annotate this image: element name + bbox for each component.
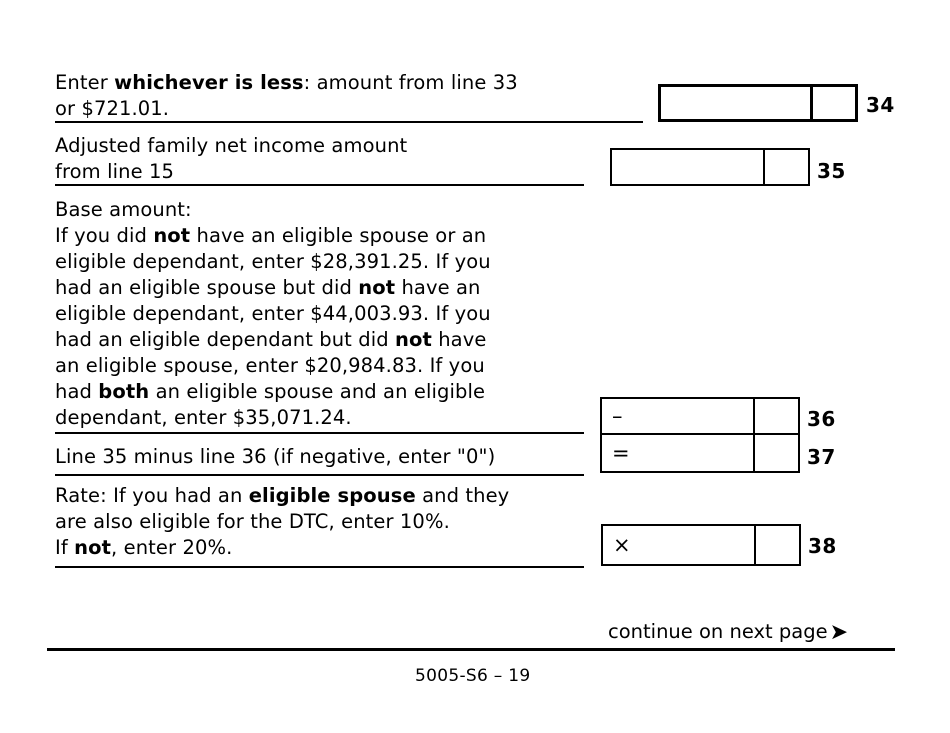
line-34-underline	[55, 121, 643, 123]
line-38-question-text: Rate: If you had an eligible spouse and …	[55, 484, 510, 559]
continue-label: continue on next page	[608, 620, 828, 643]
line-number-36: 36	[807, 407, 836, 431]
line-37-cents-field[interactable]	[753, 435, 798, 471]
line-36-37-amount-box-group: – =	[600, 397, 800, 473]
line-34-amount-box[interactable]	[658, 84, 858, 122]
line-34-question-text: Enter whichever is less: amount from lin…	[55, 71, 518, 120]
continue-on-next-page-note: continue on next page➤	[608, 622, 848, 644]
line-36-cents-field[interactable]	[753, 399, 798, 433]
line-36-underline	[55, 432, 584, 434]
line-38-cents-field[interactable]	[754, 526, 799, 564]
line-number-37: 37	[807, 445, 836, 469]
line-35-amount-box[interactable]	[610, 148, 810, 186]
line-38-rate-box[interactable]: ×	[601, 524, 801, 566]
line-34-cents-field[interactable]	[810, 87, 855, 119]
line-36-amount-field[interactable]: –	[602, 399, 753, 433]
line-35-cents-field[interactable]	[763, 150, 808, 184]
line-37-amount-row[interactable]: =	[602, 435, 798, 471]
line-35-amount-field[interactable]	[612, 150, 763, 184]
multiply-operator-icon: ×	[613, 532, 631, 557]
equals-operator-icon: =	[612, 441, 630, 465]
line-37-underline	[55, 474, 584, 476]
line-number-38: 38	[808, 534, 837, 558]
line-38-underline	[55, 566, 584, 568]
line-number-35: 35	[817, 159, 846, 183]
line-number-34: 34	[866, 93, 895, 117]
line-35-question-text: Adjusted family net income amount from l…	[55, 134, 408, 183]
line-36-question-text: Base amount: If you did not have an elig…	[55, 198, 491, 429]
footer-divider	[47, 648, 895, 651]
line-34-amount-field[interactable]	[661, 87, 810, 119]
line-35-underline	[55, 184, 584, 186]
line-38-rate-field[interactable]: ×	[603, 526, 754, 564]
line-36-amount-row[interactable]: –	[602, 399, 798, 435]
line-37-amount-field[interactable]: =	[602, 435, 753, 471]
arrow-right-icon: ➤	[829, 620, 849, 645]
form-number: 5005-S6 – 19	[415, 666, 531, 686]
minus-operator-icon: –	[612, 404, 623, 428]
line-37-question-text: Line 35 minus line 36 (if negative, ente…	[55, 445, 496, 468]
